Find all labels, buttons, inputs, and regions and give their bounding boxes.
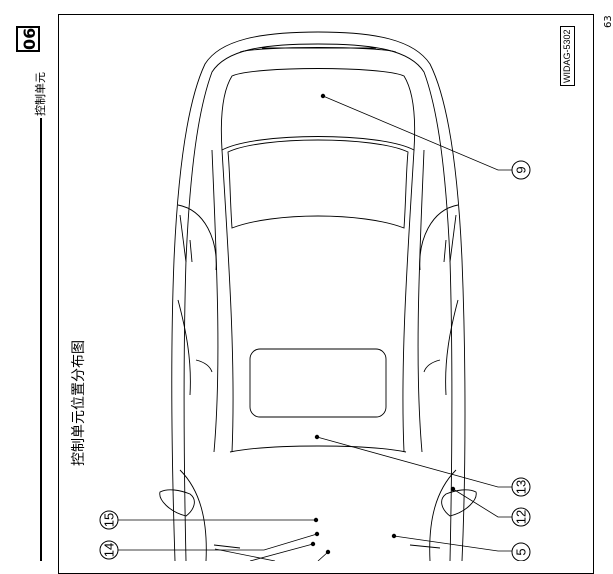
callout-label-15: 15 — [102, 513, 117, 527]
callout-5: 5 — [391, 533, 531, 561]
callout-14: 14 — [99, 531, 320, 560]
callout-label-14: 14 — [102, 543, 117, 557]
car-body-outline — [159, 31, 477, 561]
margin-rule — [40, 118, 42, 561]
leader-lines-lower — [214, 541, 331, 561]
callout-label-13: 13 — [514, 480, 529, 494]
callout-label-12: 12 — [514, 510, 529, 524]
car-top-view-diagram: 9 13 12 15 14 — [99, 31, 531, 561]
callout-label-5: 5 — [514, 548, 529, 555]
callout-15: 15 — [99, 510, 319, 530]
callout-13: 13 — [314, 434, 531, 497]
callout-label-9: 9 — [514, 166, 529, 173]
callout-12: 12 — [450, 486, 531, 527]
callout-9: 9 — [320, 93, 531, 180]
callouts: 9 13 12 15 14 — [99, 93, 531, 561]
section-number-box — [16, 26, 40, 52]
